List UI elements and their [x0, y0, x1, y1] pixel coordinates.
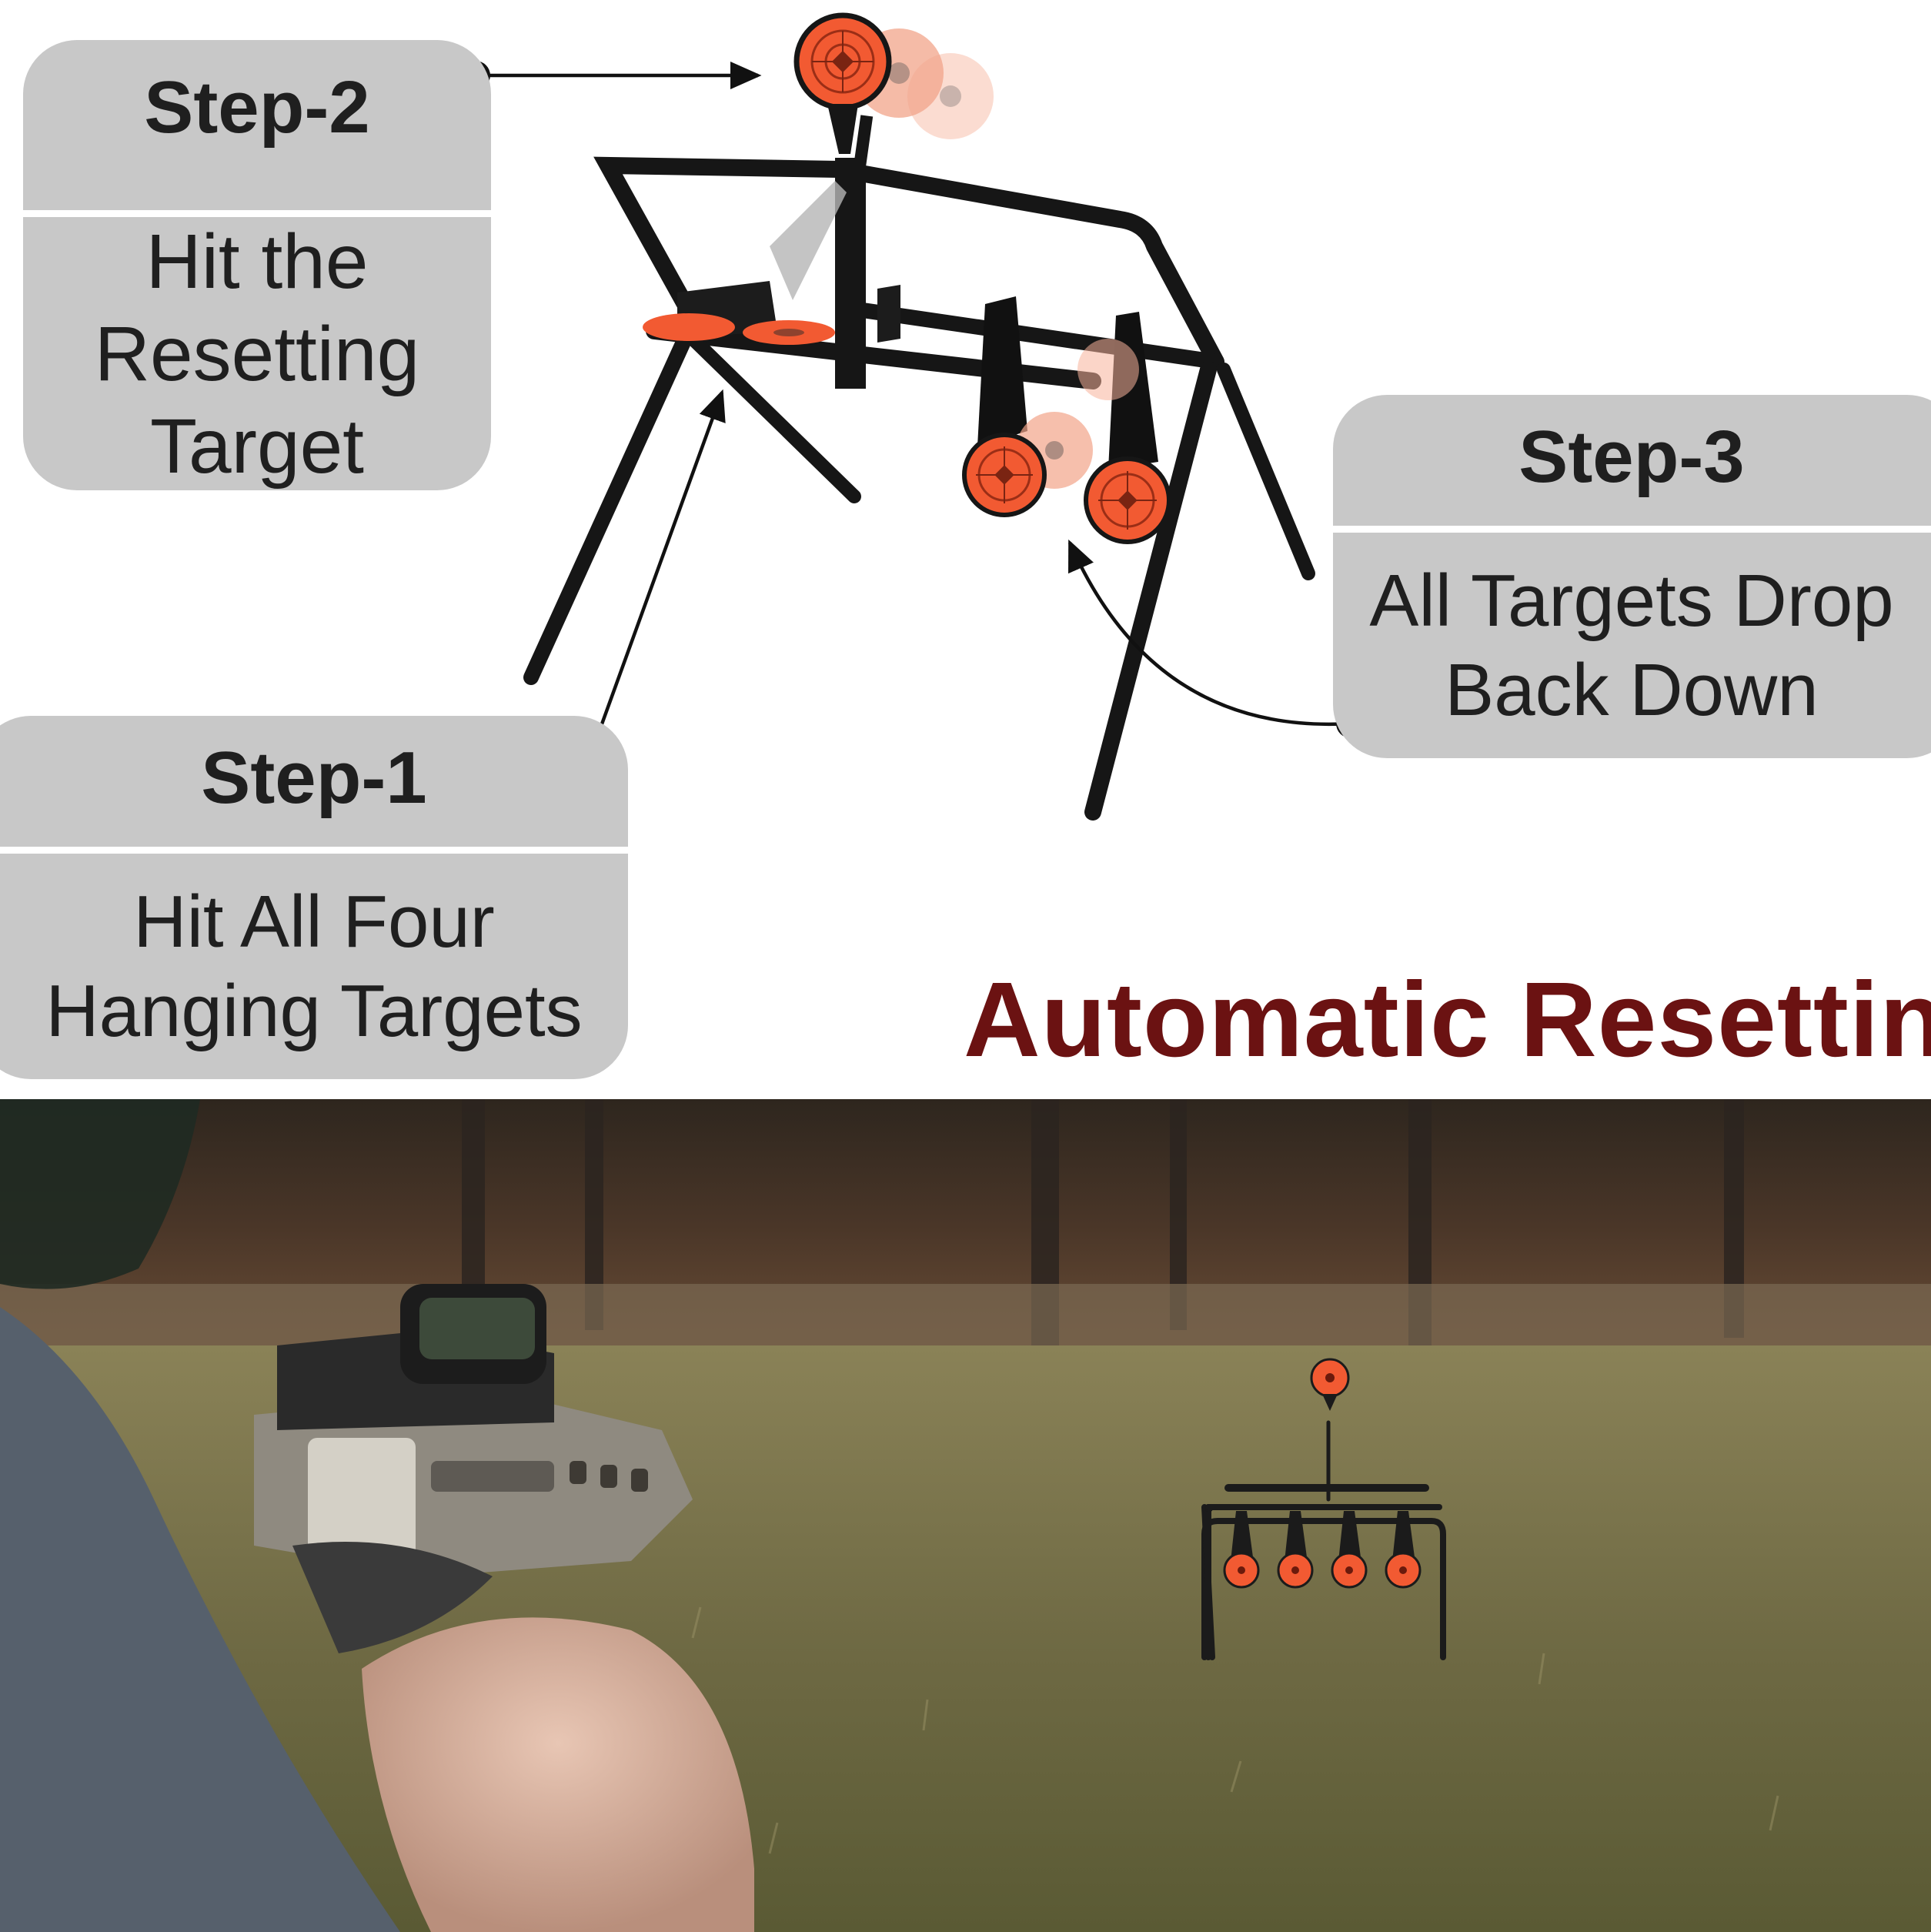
- step2-title: Step-2: [144, 66, 370, 149]
- step3-divider: [1333, 526, 1931, 533]
- step1-line: Hanging Targets: [45, 969, 583, 1052]
- step3-card: Step-3 All Targets Drop Back Down: [1333, 395, 1931, 758]
- step1-line: Hit All Four: [133, 881, 495, 964]
- top-target-icon: [793, 12, 994, 154]
- step2-line: Target: [150, 403, 364, 490]
- step2-line: Resetting: [94, 310, 420, 397]
- step2-line: Hit the: [145, 218, 369, 305]
- step2-divider: [23, 210, 491, 217]
- target-stand-illustration: [523, 115, 1315, 821]
- step2-description: Hit the Resetting Target: [23, 217, 491, 490]
- step1-divider: [0, 847, 628, 854]
- step3-line: Back Down: [1445, 648, 1819, 731]
- step3-arrow: [1067, 539, 1351, 727]
- pistol-shape: [254, 1284, 693, 1576]
- step3-description: All Targets Drop Back Down: [1333, 533, 1931, 758]
- step1-title: Step-1: [201, 737, 427, 819]
- field-photo: [0, 1099, 1931, 1932]
- step1-arrow: [594, 389, 726, 740]
- step1-description: Hit All Four Hanging Targets: [0, 854, 628, 1079]
- hanging-targets-icon: [962, 433, 1171, 544]
- step2-card: Step-2 Hit the Resetting Target: [23, 40, 491, 490]
- step1-card: Step-1 Hit All Four Hanging Targets: [0, 716, 628, 1079]
- headline: Automatic Resetting: [964, 961, 1931, 1079]
- step3-line: All Targets Drop: [1369, 560, 1894, 643]
- step3-title: Step-3: [1518, 416, 1745, 498]
